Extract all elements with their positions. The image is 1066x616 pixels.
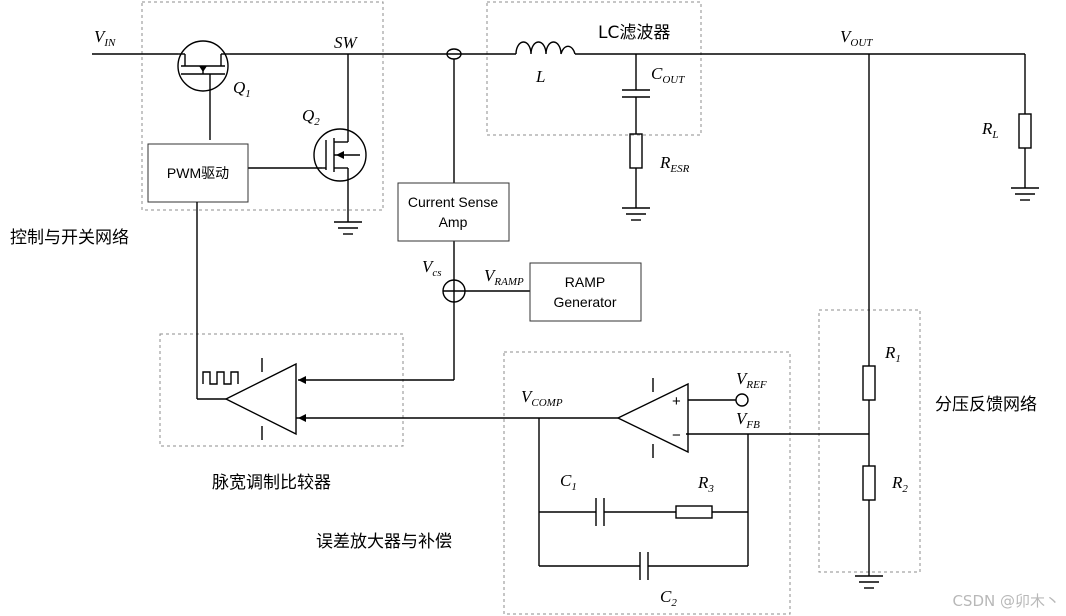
group-box-lc-filter <box>486 1 702 136</box>
group-title-pwm-comparator: 脉宽调制比较器 <box>212 473 331 493</box>
pwm-driver-label: PWM驱动 <box>167 165 229 181</box>
label-vref: VREF <box>736 369 767 391</box>
q2-mosfet <box>248 54 367 222</box>
ground-q2 <box>334 221 362 235</box>
output-capacitor <box>622 54 650 221</box>
divider-network <box>686 54 883 589</box>
label-vcomp: VCOMP <box>521 387 563 409</box>
label-r2: R2 <box>891 473 908 495</box>
watermark: CSDN @卯木丶 <box>952 592 1060 610</box>
current-sense-amp-block <box>397 182 510 242</box>
group-title-divider: 分压反馈网络 <box>935 395 1037 415</box>
group-box-control-switch <box>141 1 384 211</box>
label-sw: SW <box>334 33 359 52</box>
ramp-generator-block <box>529 262 642 322</box>
label-c1: C1 <box>560 471 577 493</box>
group-title-control-switch: 控制与开关网络 <box>10 228 129 248</box>
minus-sign: − <box>672 427 681 444</box>
label-vout: VOUT <box>840 27 873 49</box>
current-sense-label-1: Current Sense <box>408 194 498 210</box>
label-vramp: VRAMP <box>484 266 524 288</box>
current-sense-tap <box>298 48 530 381</box>
label-l: L <box>535 67 545 86</box>
pwm-driver-block <box>147 143 249 203</box>
group-box-pwm-comparator <box>159 333 404 447</box>
plus-sign: + <box>672 393 681 410</box>
load-resistor <box>1011 54 1039 201</box>
q1-mosfet <box>177 40 230 140</box>
label-r3: R3 <box>697 473 714 495</box>
ramp-label-2: Generator <box>553 294 616 310</box>
compensation-network <box>538 418 749 580</box>
inductor-l <box>515 41 576 55</box>
label-c2: C2 <box>660 587 677 609</box>
label-vfb: VFB <box>736 409 760 431</box>
group-box-error-amp <box>503 351 791 615</box>
label-r1: R1 <box>884 343 901 365</box>
label-q2: Q2 <box>302 106 320 128</box>
group-title-lc-filter: LC滤波器 <box>598 23 670 43</box>
ramp-label-1: RAMP <box>565 274 605 290</box>
label-vin: VIN <box>94 27 116 49</box>
current-sense-label-2: Amp <box>439 214 468 230</box>
label-q1: Q1 <box>233 78 251 100</box>
group-title-error-amp: 误差放大器与补偿 <box>316 532 452 552</box>
label-vcs: Vcs <box>422 257 442 279</box>
label-resr: RESR <box>659 153 690 175</box>
label-rl: RL <box>981 119 999 141</box>
error-amplifier <box>616 378 749 458</box>
label-cout: COUT <box>651 64 685 86</box>
pwm-signal-wire <box>196 202 239 400</box>
pwm-comparator <box>224 358 618 440</box>
